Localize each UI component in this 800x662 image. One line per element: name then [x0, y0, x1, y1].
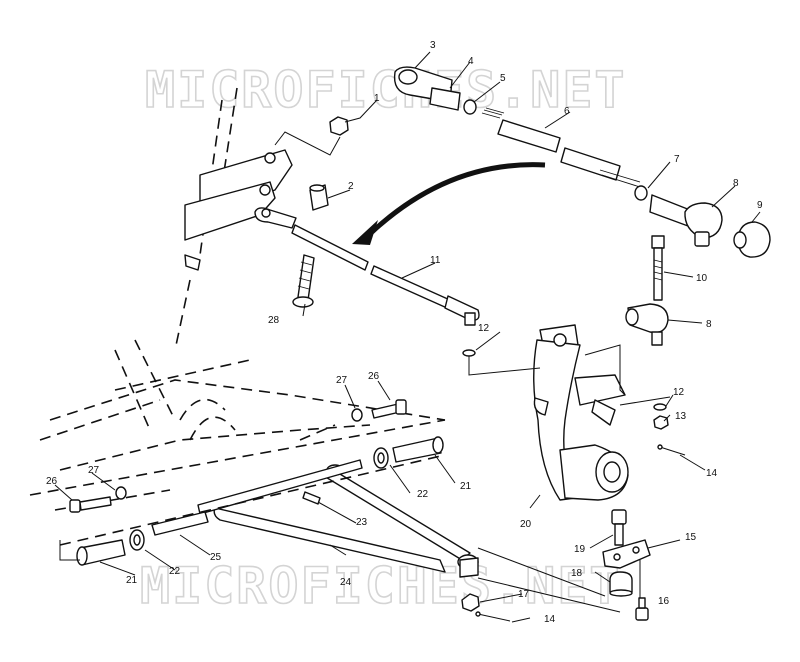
callout: 17 [518, 589, 530, 600]
callout: 3 [430, 40, 436, 51]
callout: 19 [574, 544, 586, 555]
callout: 8 [733, 178, 739, 189]
callout: 14 [544, 614, 556, 625]
callout: 5 [500, 73, 506, 84]
callout: 27 [336, 375, 348, 386]
callout: 21 [460, 481, 472, 492]
bolt-28 [292, 254, 315, 308]
callout: 12 [478, 323, 490, 334]
watermark-bottom: MICROFICHES.NET [140, 557, 622, 615]
callout: 21 [126, 575, 138, 586]
bolt-19 [611, 509, 627, 546]
leader-lines [54, 51, 761, 623]
cotter-pin-14a [659, 446, 686, 456]
nut-1 [329, 116, 349, 136]
bolt-10 [651, 235, 665, 301]
direction-arrow [370, 162, 546, 234]
washer-27-right [351, 408, 363, 422]
callout: 25 [210, 552, 222, 563]
callout: 16 [658, 596, 670, 607]
callout: 24 [340, 577, 352, 588]
watermark-top: MICROFICHES.NET [145, 61, 627, 119]
washer-27-left [115, 486, 127, 500]
callout: 12 [673, 387, 685, 398]
callout: 8 [706, 319, 712, 330]
bolt-26-right [371, 399, 407, 419]
callout: 27 [88, 465, 100, 476]
arrow-head [352, 220, 378, 245]
nut-13 [653, 415, 669, 430]
callout: 7 [674, 154, 680, 165]
frame-outline [39, 87, 446, 511]
callout: 15 [685, 532, 697, 543]
callout: 6 [564, 106, 570, 117]
pivot-tube-25 [151, 511, 209, 536]
cotter-pin-14b [477, 613, 511, 622]
callout: 26 [368, 371, 380, 382]
a-arm [197, 459, 479, 578]
bolt-26-left [69, 496, 112, 513]
nut-17 [461, 593, 480, 612]
mounting-bracket [184, 149, 293, 271]
lower-tie-rod [254, 207, 480, 326]
bushing-21-left [76, 539, 126, 566]
tie-rod-end-8 [625, 303, 669, 346]
callout: 20 [520, 519, 532, 530]
callout: 10 [696, 273, 708, 284]
washer-12a [462, 349, 476, 357]
bolt-16 [635, 597, 649, 621]
upper-tie-rod [393, 66, 771, 258]
ball-joint-18 [609, 571, 633, 597]
bushing-21-right [392, 436, 444, 463]
callout: 18 [571, 568, 583, 579]
washer-12b [653, 403, 667, 411]
callout: 23 [356, 517, 368, 528]
callout-labels: 1 2 3 4 5 6 7 8 8 9 10 11 12 12 13 14 14… [46, 40, 763, 625]
callout: 22 [169, 566, 181, 577]
callout: 4 [468, 56, 474, 67]
plate-15 [602, 539, 651, 569]
callout: 1 [374, 93, 380, 104]
callout: 22 [417, 489, 429, 500]
callout: 2 [348, 181, 354, 192]
callout: 9 [757, 200, 763, 211]
callout: 13 [675, 411, 687, 422]
grease-fitting-23 [302, 491, 321, 505]
callout: 14 [706, 468, 718, 479]
callout: 11 [430, 255, 441, 266]
steering-knuckle [533, 324, 629, 501]
callout: 28 [268, 315, 280, 326]
callout: 26 [46, 476, 58, 487]
